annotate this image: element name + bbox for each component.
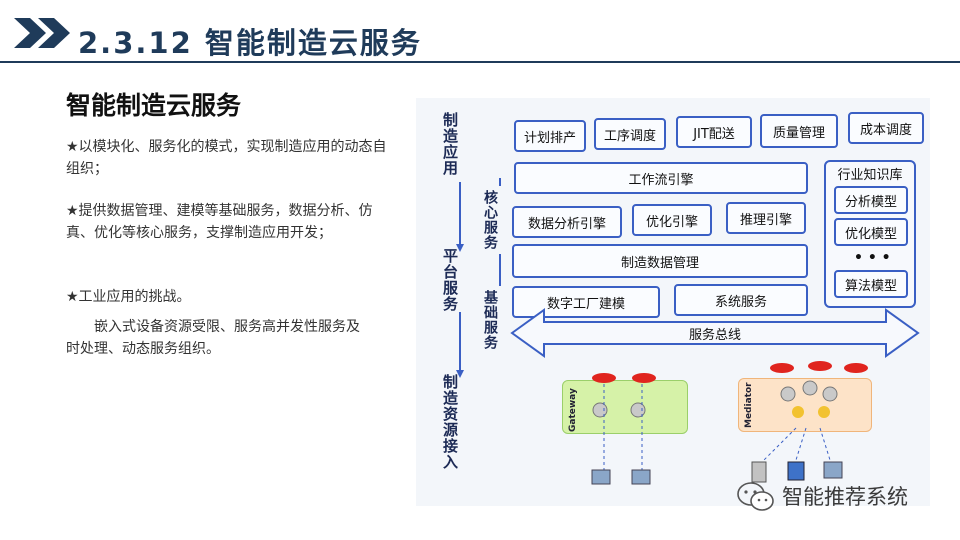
ellipsis: • • • (854, 250, 891, 266)
service-bus-label: 服务总线 (688, 328, 741, 343)
layer-label-platform: 平台服务 (441, 248, 459, 312)
model-algorithm: 算法模型 (834, 270, 908, 298)
manufacturing-data-management: 制造数据管理 (512, 244, 808, 278)
section-subtitle: 智能制造云服务 (66, 91, 242, 120)
header-divider (0, 61, 960, 63)
app-box-scheduling: 工序调度 (594, 118, 666, 150)
engine-data-analysis: 数据分析引擎 (512, 206, 622, 238)
layer-label-resource: 制造资源接入 (441, 374, 459, 470)
bullet-text: ★以模块化、服务化的模式，实现制造应用的动态自组织； (66, 139, 387, 177)
service-bus-arrow (510, 308, 920, 358)
workflow-engine: 工作流引擎 (514, 162, 808, 194)
double-chevron-icon (14, 18, 70, 48)
engine-inference: 推理引擎 (726, 202, 806, 234)
gateway-box (562, 380, 688, 434)
model-analysis: 分析模型 (834, 186, 908, 214)
layer-label-app: 制造应用 (441, 112, 459, 176)
bullet-text: 嵌入式设备资源受限、服务高并发性服务及时处理、动态服务组织。 (66, 319, 360, 357)
header-bar: 2.3.12 智能制造云服务 (0, 0, 960, 64)
bullet-text: ★提供数据管理、建模等基础服务，数据分析、仿真、优化等核心服务，支撑制造应用开发… (66, 203, 373, 241)
layer-label-core: 核心服务 (482, 190, 498, 250)
model-optimization: 优化模型 (834, 218, 908, 246)
system-service: 系统服务 (674, 284, 808, 316)
app-box-cost: 成本调度 (848, 112, 924, 144)
wechat-icon (737, 482, 774, 511)
watermark: 智能推荐系统 (736, 480, 908, 512)
digital-factory-modeling: 数字工厂建模 (512, 286, 660, 318)
layer-connectors (456, 178, 501, 378)
page-title: 2.3.12 智能制造云服务 (78, 26, 422, 60)
app-box-quality: 质量管理 (760, 114, 838, 148)
layer-label-basic: 基础服务 (482, 290, 498, 350)
watermark-text: 智能推荐系统 (782, 485, 908, 509)
resource-devices (591, 361, 868, 485)
engine-optimization: 优化引擎 (632, 204, 712, 236)
knowledge-base-title: 行业知识库 (837, 168, 903, 183)
architecture-diagram: 制造应用 核心服务 平台服务 基础服务 制造资源接入 计划排产 工序调度 JIT… (416, 98, 930, 506)
bullet-text: ★工业应用的挑战。 (66, 289, 191, 305)
app-box-planning: 计划排产 (514, 120, 586, 152)
app-box-jit: JIT配送 (676, 116, 752, 148)
